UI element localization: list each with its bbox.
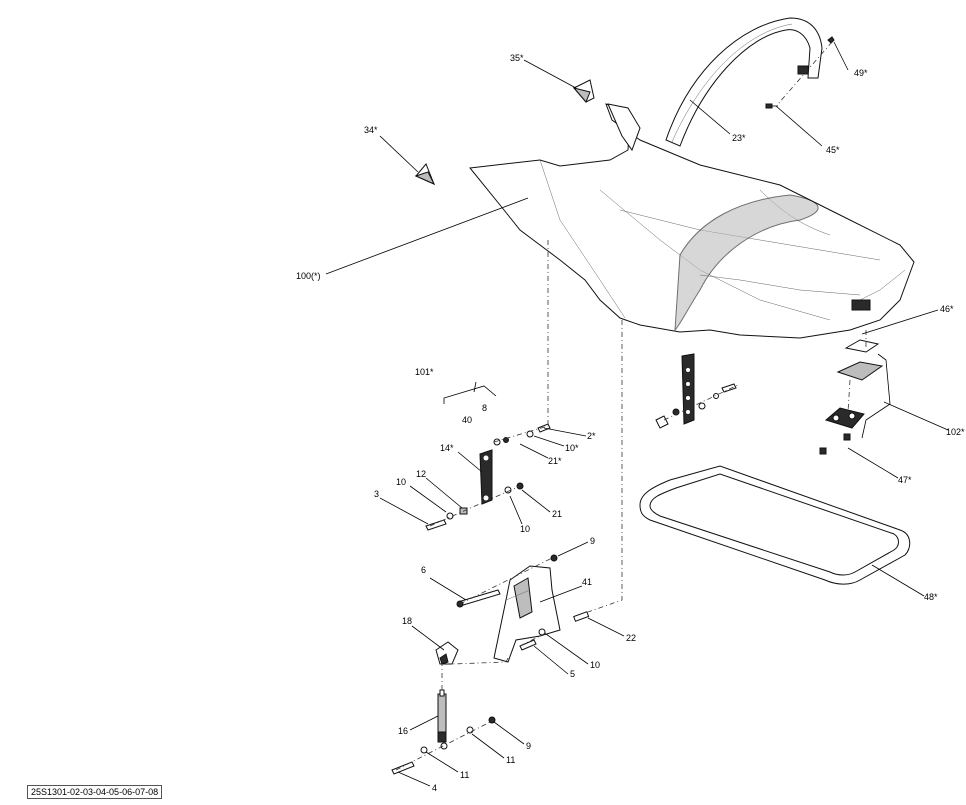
callout-6: 6 (421, 565, 427, 575)
bolt-3 (425, 519, 447, 531)
callout-34: 34* (364, 125, 378, 135)
callout-45: 45* (826, 145, 840, 155)
callout-16: 16 (398, 726, 409, 736)
callout-18: 18 (402, 616, 413, 626)
bolt-5 (519, 639, 537, 651)
callout-21a: 21* (548, 456, 562, 466)
callout-9b: 9 (526, 741, 532, 751)
callout-49: 49* (854, 68, 868, 78)
callout-100: 100(*) (296, 271, 321, 281)
clamp-18 (435, 641, 459, 665)
pin-22 (573, 611, 590, 622)
callout-35: 35* (510, 53, 524, 63)
grab-handle-part (665, 17, 823, 147)
link-14 (479, 449, 493, 505)
callout-48: 48* (924, 592, 938, 602)
leader-lines (325, 41, 949, 787)
callout-2: 2* (587, 431, 596, 441)
callout-22: 22 (626, 633, 637, 643)
screw-49 (827, 36, 835, 44)
callout-10c: 10 (520, 524, 531, 534)
callout-23: 23* (732, 133, 746, 143)
cover-35 (572, 79, 595, 103)
callout-102: 102* (946, 427, 965, 437)
callout-21b: 21 (552, 509, 563, 519)
callout-10d: 10 (590, 660, 601, 670)
gas-spring-16 (437, 689, 447, 743)
seat-part (469, 103, 915, 339)
callout-5: 5 (570, 669, 576, 679)
callout-101: 101* (415, 367, 434, 377)
callout-14: 14* (440, 443, 454, 453)
callout-12: 12 (416, 469, 427, 479)
screw-45 (765, 103, 778, 109)
callout-11b: 11 (460, 770, 470, 780)
callout-46: 46* (940, 304, 954, 314)
callout-3: 3 (374, 489, 380, 499)
callout-11a: 11 (506, 755, 516, 765)
callout-4: 4 (432, 783, 438, 793)
cover-34 (414, 163, 436, 186)
callout-8: 8 (482, 403, 488, 413)
bracket-41 (493, 565, 561, 663)
callout-40: 40 (462, 415, 473, 425)
reference-code: 25S1301-02-03-04-05-06-07-08 (27, 785, 163, 799)
callout-10b: 10 (396, 477, 407, 487)
bolt-4 (391, 761, 415, 775)
latch-assembly (819, 330, 884, 455)
seal-48 (639, 465, 911, 585)
callout-41: 41 (582, 577, 593, 587)
callout-9a: 9 (590, 536, 596, 546)
callout-47: 47* (898, 475, 912, 485)
bumper-part (655, 353, 741, 429)
callout-10a: 10* (565, 443, 579, 453)
